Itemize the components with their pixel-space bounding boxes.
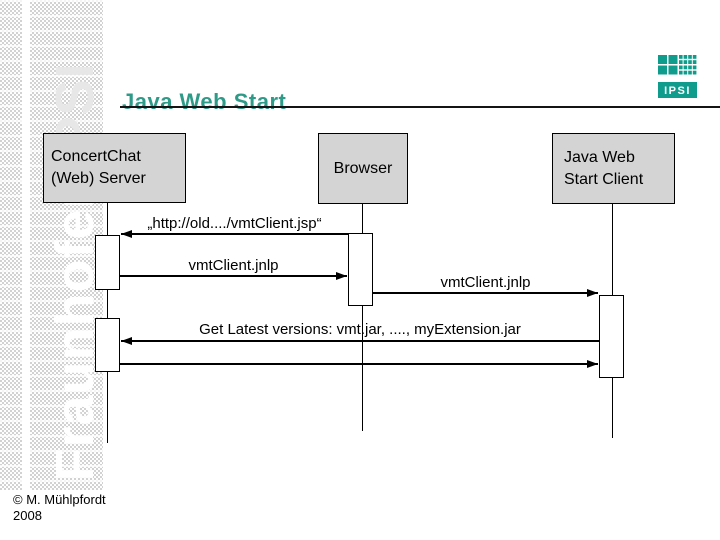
activation-server-1 (95, 235, 120, 290)
actor-label-line: Start Client (564, 170, 644, 188)
actor-label-line: (Web) Server (51, 170, 146, 187)
copyright-note: © M. Mühlpfordt 2008 (13, 492, 106, 524)
ipsi-logo-svg: IPSI (658, 55, 697, 98)
message-http-request: „http://old..../vmtClient.jsp“ (121, 215, 348, 239)
arrowhead-left-icon (121, 230, 132, 238)
copyright-line-1: © M. Mühlpfordt (13, 492, 106, 507)
actor-label-line: Java Web (564, 148, 635, 166)
message-jnlp-to-client: vmtClient.jnlp (373, 274, 598, 298)
message-line (373, 292, 598, 294)
ipsi-logo-icon: IPSI (658, 55, 697, 103)
message-return-jars (120, 360, 598, 371)
copyright-line-2: 2008 (13, 508, 42, 523)
lifeline-browser (362, 204, 363, 431)
activation-server-2 (95, 318, 120, 372)
message-label: Get Latest versions: vmt.jar, ...., myEx… (199, 321, 521, 338)
message-line (121, 233, 348, 235)
activation-client (599, 295, 624, 378)
actor-label-line: ConcertChat (51, 148, 141, 165)
arrowhead-right-icon (587, 289, 598, 297)
title-underline (120, 106, 720, 108)
arrowhead-right-icon (336, 272, 347, 280)
message-label: vmtClient.jnlp (440, 274, 531, 291)
actor-box-browser: Browser (318, 133, 408, 204)
activation-browser (348, 233, 373, 306)
message-label: vmtClient.jnlp (188, 257, 279, 274)
message-jnlp-to-browser: vmtClient.jnlp (120, 257, 347, 281)
message-line (120, 275, 347, 277)
sidebar-halftone-background: FraunhoferIPSI (0, 0, 105, 490)
arrowhead-left-icon (121, 337, 132, 345)
actor-box-concertchat-web-server: ConcertChat (Web) Server (43, 133, 186, 203)
actor-label-line: Browser (333, 159, 393, 177)
ipsi-logo-label: IPSI (664, 85, 691, 97)
message-line (120, 363, 598, 365)
message-line (121, 340, 599, 342)
arrowhead-right-icon (587, 360, 598, 368)
message-label: „http://old..../vmtClient.jsp“ (147, 215, 322, 232)
page-title: Java Web Start (122, 88, 287, 114)
message-get-latest-versions: Get Latest versions: vmt.jar, ...., myEx… (121, 321, 599, 345)
actor-box-java-web-start-client: Java Web Start Client (552, 133, 675, 204)
